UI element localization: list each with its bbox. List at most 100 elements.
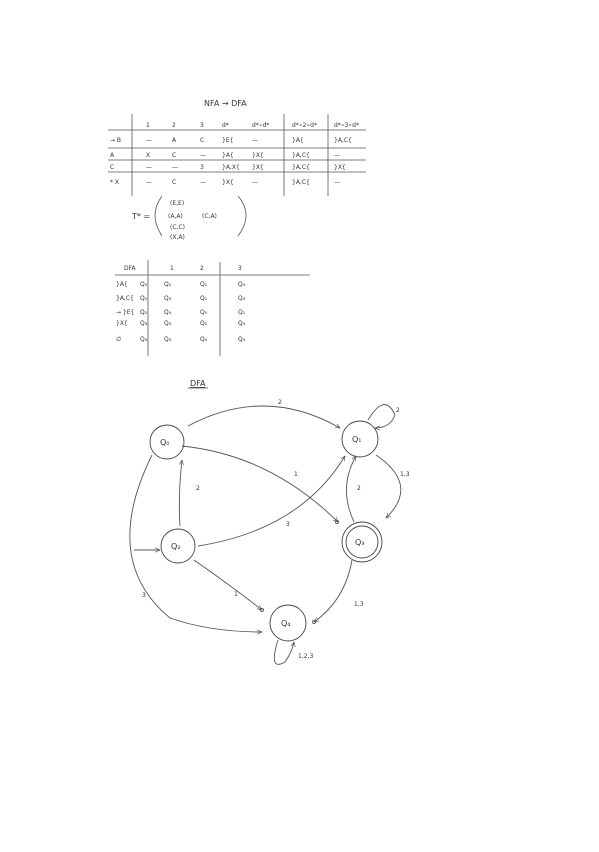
dfa-cell: Q₄ bbox=[200, 336, 208, 343]
dfa-cell: Q₁ bbox=[200, 281, 208, 288]
t-left-paren bbox=[154, 195, 163, 237]
dfa-cell: Q₁ bbox=[200, 320, 208, 327]
nfa-cell: — bbox=[334, 152, 340, 159]
state-q3-accepting: Q₃ bbox=[341, 521, 383, 563]
edge-q2-q1 bbox=[197, 456, 345, 547]
dfa-cell: }A{ bbox=[116, 281, 128, 288]
nfa-cell: — bbox=[146, 137, 152, 144]
nfa-cell: }X{ bbox=[252, 152, 264, 159]
nfa-cell: — bbox=[334, 179, 340, 186]
nfa-header-cell: 2 bbox=[172, 122, 176, 129]
dfa-edge-labels: 2 2 1 1,3 2 2 3 1 3 1,3 1,2,3 bbox=[142, 399, 410, 660]
edge-q2-q4 bbox=[193, 559, 262, 610]
t-star-pair: (C,C) bbox=[170, 224, 185, 231]
nfa-cell: }A,C{ bbox=[292, 179, 310, 186]
dfa-cell: Q₃ bbox=[238, 295, 246, 302]
dfa-cell: Q₄ bbox=[164, 336, 172, 343]
dfa-cell: Q₄ bbox=[164, 320, 172, 327]
edge-label-q3-q1: 2 bbox=[357, 485, 361, 492]
nfa-header-cell: d* bbox=[222, 122, 229, 129]
dfa-cell: Q₃ bbox=[164, 295, 172, 302]
edge-q2-q0 bbox=[178, 460, 182, 527]
dfa-diagram-title: DFA bbox=[190, 379, 206, 388]
nfa-cell: * X bbox=[110, 179, 119, 186]
edge-q4-self bbox=[273, 639, 294, 665]
edge-label-q2-q4: 1 bbox=[234, 591, 238, 598]
dfa-cell: Q₂ bbox=[164, 281, 172, 288]
dfa-cell: Q₀ bbox=[200, 309, 208, 316]
nfa-cell: → B bbox=[110, 137, 121, 144]
nfa-cell: }A,X{ bbox=[222, 164, 240, 171]
edge-q1-q3 bbox=[375, 454, 402, 518]
nfa-cell: }A,C{ bbox=[292, 164, 310, 171]
dfa-cell: Q₄ bbox=[238, 320, 246, 327]
state-q1-label: Q₁ bbox=[352, 435, 362, 444]
dfa-cell: ∅ bbox=[116, 336, 121, 343]
dfa-cell: Q₂ bbox=[140, 309, 148, 316]
nfa-cell: — bbox=[146, 164, 152, 171]
dfa-cell: Q₄ bbox=[238, 336, 246, 343]
dfa-cell: Q₄ bbox=[140, 336, 148, 343]
dfa-cell: Q₁ bbox=[140, 295, 148, 302]
nfa-header-cell: d*∘3∘d* bbox=[334, 122, 359, 129]
nfa-cell: C bbox=[172, 179, 176, 186]
t-star-pairs: (E,E) (A,A) (C,A) (C,C) (X,A) bbox=[168, 200, 217, 241]
state-q3-label: Q₃ bbox=[355, 538, 365, 547]
dfa-cell: Q₃ bbox=[140, 320, 148, 327]
dfa-header-cell: 1 bbox=[170, 265, 174, 272]
state-q0: Q₀ bbox=[149, 424, 185, 460]
edge-label-q1-self: 2 bbox=[396, 407, 400, 414]
state-q4-label: Q₄ bbox=[281, 619, 291, 628]
edge-label-q2-q1: 3 bbox=[286, 521, 290, 528]
nfa-cell: }A{ bbox=[222, 152, 234, 159]
edge-q0-q4 bbox=[129, 454, 262, 632]
nfa-header-cell: 3 bbox=[200, 122, 204, 129]
edge-label-q4-self: 1,2,3 bbox=[298, 653, 313, 660]
dfa-cell: Q₄ bbox=[238, 281, 246, 288]
edge-q3-q4 bbox=[314, 559, 353, 622]
edge-label-q2-q0: 2 bbox=[196, 485, 200, 492]
nfa-cell: }E{ bbox=[222, 137, 234, 144]
nfa-cell: A bbox=[110, 152, 115, 159]
dfa-header-cell: 2 bbox=[200, 265, 204, 272]
edge-q1-self bbox=[367, 404, 396, 428]
t-star-pair: (X,A) bbox=[170, 234, 185, 241]
edge-q0-q3 bbox=[181, 445, 338, 522]
state-q2-label: Q₂ bbox=[171, 542, 181, 551]
edge-label-q3-q4: 1,3 bbox=[354, 601, 364, 608]
nfa-cell: }A,C{ bbox=[334, 137, 352, 144]
nfa-cell: — bbox=[172, 164, 178, 171]
nfa-header-cell: 1 bbox=[146, 122, 150, 129]
nfa-cell: 3 bbox=[200, 164, 204, 171]
t-star-pair: (A,A) bbox=[168, 213, 183, 220]
nfa-cell: X bbox=[146, 152, 150, 159]
dfa-header-cell: DFA bbox=[124, 265, 137, 272]
nfa-cell: — bbox=[200, 179, 206, 186]
t-star-pair: (C,A) bbox=[202, 213, 217, 220]
nfa-cell: C bbox=[200, 137, 204, 144]
dfa-cell: Q₁ bbox=[238, 309, 246, 316]
dfa-cell: Q₀ bbox=[140, 281, 148, 288]
dfa-table-grid bbox=[115, 260, 310, 356]
nfa-cell: }X{ bbox=[252, 164, 264, 171]
dfa-cell: Q₁ bbox=[200, 295, 208, 302]
nfa-cell: }A,C{ bbox=[292, 152, 310, 159]
edge-label-q0-q3: 1 bbox=[294, 471, 298, 478]
nfa-cell: — bbox=[252, 137, 258, 144]
nfa-cell: }A{ bbox=[292, 137, 304, 144]
nfa-cell: }X{ bbox=[222, 179, 234, 186]
state-q2: Q₂ bbox=[160, 528, 196, 564]
state-q4: Q₄ bbox=[269, 604, 307, 642]
nfa-cell: C bbox=[110, 164, 114, 171]
nfa-cell: C bbox=[172, 152, 176, 159]
t-star-pair: (E,E) bbox=[170, 200, 184, 207]
nfa-cell: — bbox=[146, 179, 152, 186]
t-star-label: T* = bbox=[131, 212, 150, 221]
nfa-cell: }X{ bbox=[334, 164, 346, 171]
state-q1: Q₁ bbox=[341, 420, 379, 458]
nfa-table-grid bbox=[108, 114, 366, 196]
t-right-paren bbox=[237, 195, 247, 237]
